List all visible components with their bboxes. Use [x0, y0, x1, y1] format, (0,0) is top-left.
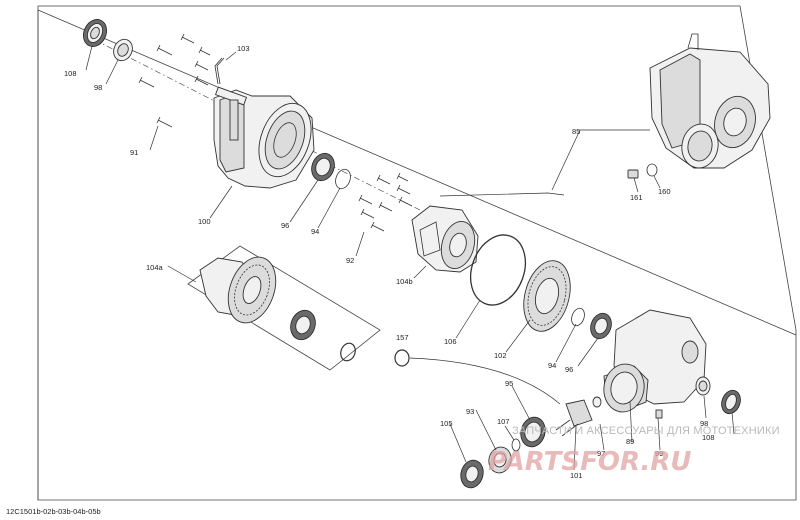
callout-160: 160 [658, 187, 671, 196]
callout-95: 95 [505, 379, 513, 388]
callout-104a: 104a [146, 263, 164, 272]
callout-94-top: 94 [311, 227, 319, 236]
part-96-bearing-mid [590, 312, 612, 340]
circlip-path-line [409, 357, 561, 405]
perspective-frame [37, 9, 797, 500]
leader-lines [85, 45, 735, 471]
drawing-code: 12C1501b-02b-03b-04b-05b [6, 507, 101, 516]
part-99-bolt [655, 409, 663, 419]
part-108-seal-top [83, 19, 107, 47]
callout-98-top: 98 [94, 83, 102, 92]
callout-96-mid: 96 [565, 365, 573, 374]
part-85-assembly [649, 33, 771, 169]
callout-106: 106 [444, 337, 457, 346]
bolt-set-92 [358, 172, 413, 232]
part-105-seal [460, 459, 484, 489]
callout-105: 105 [440, 419, 453, 428]
part-93-nut [488, 446, 512, 474]
part-102-ring-gear [523, 260, 571, 332]
callout-108-top: 108 [64, 69, 77, 78]
callout-93: 93 [466, 407, 474, 416]
callout-107: 107 [497, 417, 510, 426]
callout-104b: 104b [396, 277, 413, 286]
callout-101: 101 [570, 471, 583, 480]
callout-98-bottom: 98 [700, 419, 708, 428]
callout-103: 103 [237, 44, 250, 53]
part-96-bearing-top [311, 152, 335, 182]
part-157-circlip [394, 349, 410, 367]
callout-96-top: 96 [281, 221, 289, 230]
part-108-seal-bottom [721, 389, 741, 415]
part-98-ring-top [113, 38, 133, 62]
callout-99: 99 [655, 449, 663, 458]
part-106-o-ring [469, 234, 527, 306]
callout-85: 85 [572, 127, 580, 136]
watermark-tagline: ЗАПЧАСТИ И АКСЕССУАРЫ ДЛЯ МОТОТЕХНИКИ [512, 425, 780, 437]
part-103-breather-tube [214, 57, 225, 85]
callout-91: 91 [130, 148, 138, 157]
callout-94-mid: 94 [548, 361, 556, 370]
part-94-shim-top [335, 168, 351, 190]
bolt-set-upper [138, 33, 211, 128]
watermark-site: PARTSFOR.RU [488, 447, 691, 477]
callout-161: 161 [630, 193, 643, 202]
part-160-washer [646, 163, 658, 177]
callout-102: 102 [494, 351, 507, 360]
callout-92: 92 [346, 256, 354, 265]
part-98-ring-bottom [695, 376, 711, 396]
callout-89: 89 [626, 437, 634, 446]
callout-108-bottom: 108 [702, 433, 715, 442]
part-107-ring [511, 438, 521, 452]
part-101-pinion [555, 396, 602, 437]
part-89-housing [603, 309, 707, 413]
part-94-shim-mid [571, 307, 585, 327]
callout-157: 157 [396, 333, 409, 342]
callout-100: 100 [198, 217, 211, 226]
inset-104a [187, 245, 381, 371]
part-100-housing [213, 86, 315, 189]
part-161-plug [627, 169, 639, 179]
callout-97: 97 [597, 449, 605, 458]
part-95-bearing [520, 416, 546, 448]
part-104b-carrier [411, 205, 479, 273]
